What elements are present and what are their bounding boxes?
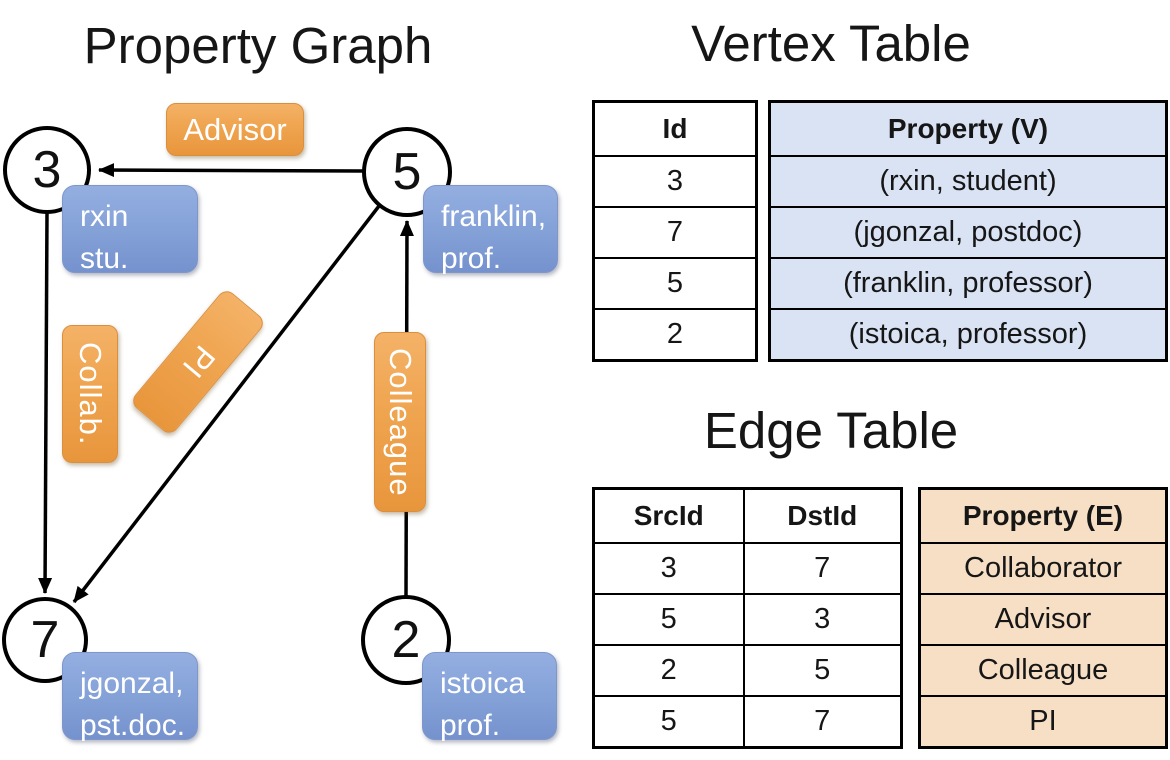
- node-5-property-line2: prof.: [441, 242, 502, 275]
- vertex-id-cell: 3: [592, 155, 758, 208]
- edge-label-pi-text: PI: [174, 339, 222, 386]
- vertex-table-id-column: Id 3 7 5 2: [592, 100, 758, 362]
- node-2-property-line2: prof.: [440, 709, 501, 742]
- edge-srcid-cell: 5: [592, 695, 745, 749]
- vertex-table-property-column: Property (V) (rxin, student) (jgonzal, p…: [768, 100, 1168, 362]
- node-property-box-istoica: istoica prof.: [422, 652, 557, 742]
- edge-dstid-cell: 3: [742, 593, 903, 646]
- edge-property-cell: Collaborator: [918, 542, 1168, 595]
- node-3-id: 3: [32, 141, 62, 199]
- vertex-table-header-id: Id: [592, 100, 758, 157]
- vertex-property-cell: (rxin, student): [768, 155, 1168, 208]
- edge-label-colleague-text: Colleague: [383, 347, 418, 497]
- edge-table-property-column: Property (E) Collaborator Advisor Collea…: [918, 487, 1168, 749]
- edge-dstid-cell: 7: [742, 695, 903, 749]
- property-graph-panel: Property Graph 3 5 7 2 Advisor Collab. P…: [2, 17, 558, 742]
- edge-srcid-cell: 5: [592, 593, 745, 646]
- node-2-id: 2: [391, 611, 421, 669]
- vertex-property-cell: (jgonzal, postdoc): [768, 206, 1168, 259]
- edge-property-cell: Colleague: [918, 644, 1168, 697]
- node-property-box-franklin: franklin, prof.: [423, 185, 558, 275]
- edge-label-collab: Collab.: [62, 325, 118, 463]
- edge-label-advisor-text: Advisor: [183, 111, 287, 147]
- edge-property-cell: Advisor: [918, 593, 1168, 646]
- edge-srcid-cell: 2: [592, 644, 745, 697]
- edge-table-ids-columns: SrcId DstId 3 7 5 3 2 5 5 7: [592, 487, 903, 749]
- node-property-box-rxin: rxin stu.: [62, 185, 198, 275]
- edge-dstid-cell: 7: [742, 542, 903, 595]
- node-property-box-jgonzal: jgonzal, pst.doc.: [62, 652, 198, 742]
- node-3-property-line2: stu.: [80, 242, 129, 275]
- edge-table-header-dstid: DstId: [742, 487, 903, 544]
- edge-label-collab-text: Collab.: [73, 342, 108, 446]
- vertex-table-title: Vertex Table: [691, 15, 971, 72]
- vertex-property-cell: (istoica, professor): [768, 308, 1168, 362]
- vertex-property-cell: (franklin, professor): [768, 257, 1168, 310]
- node-7-property-line1: jgonzal,: [80, 667, 184, 700]
- edge-label-colleague: Colleague: [374, 332, 426, 512]
- edge-arrow-5-to-7-pi: [72, 204, 381, 604]
- vertex-id-cell: 5: [592, 257, 758, 310]
- edge-property-cell: PI: [918, 695, 1168, 749]
- edge-table-title: Edge Table: [703, 402, 959, 459]
- vertex-id-cell: 2: [592, 308, 758, 362]
- vertex-id-cell: 7: [592, 206, 758, 259]
- graph-node-2: 2: [361, 595, 451, 685]
- edge-srcid-cell: 3: [592, 542, 745, 595]
- node-5-property-line1: franklin,: [441, 200, 547, 233]
- node-3-property-line1: rxin: [80, 200, 129, 233]
- vertex-table-header-property: Property (V): [768, 100, 1168, 157]
- edge-arrow-3-to-7-collab: [38, 212, 53, 594]
- property-graph-title: Property Graph: [83, 17, 433, 74]
- edge-table-header-property: Property (E): [918, 487, 1168, 544]
- edge-dstid-cell: 5: [742, 644, 903, 697]
- node-5-id: 5: [392, 143, 422, 201]
- tables-panel: Vertex Table Id 3 7 5 2 Property (V) (rx…: [585, 0, 1170, 760]
- edge-table-header-srcid: SrcId: [592, 487, 745, 544]
- node-2-property-line1: istoica: [440, 667, 526, 700]
- edge-label-advisor: Advisor: [166, 103, 304, 156]
- graph-edges-arrows: [38, 163, 414, 604]
- node-7-property-line2: pst.doc.: [80, 709, 186, 742]
- node-7-id: 7: [30, 611, 60, 669]
- edge-arrow-5-to-3-advisor: [98, 163, 364, 178]
